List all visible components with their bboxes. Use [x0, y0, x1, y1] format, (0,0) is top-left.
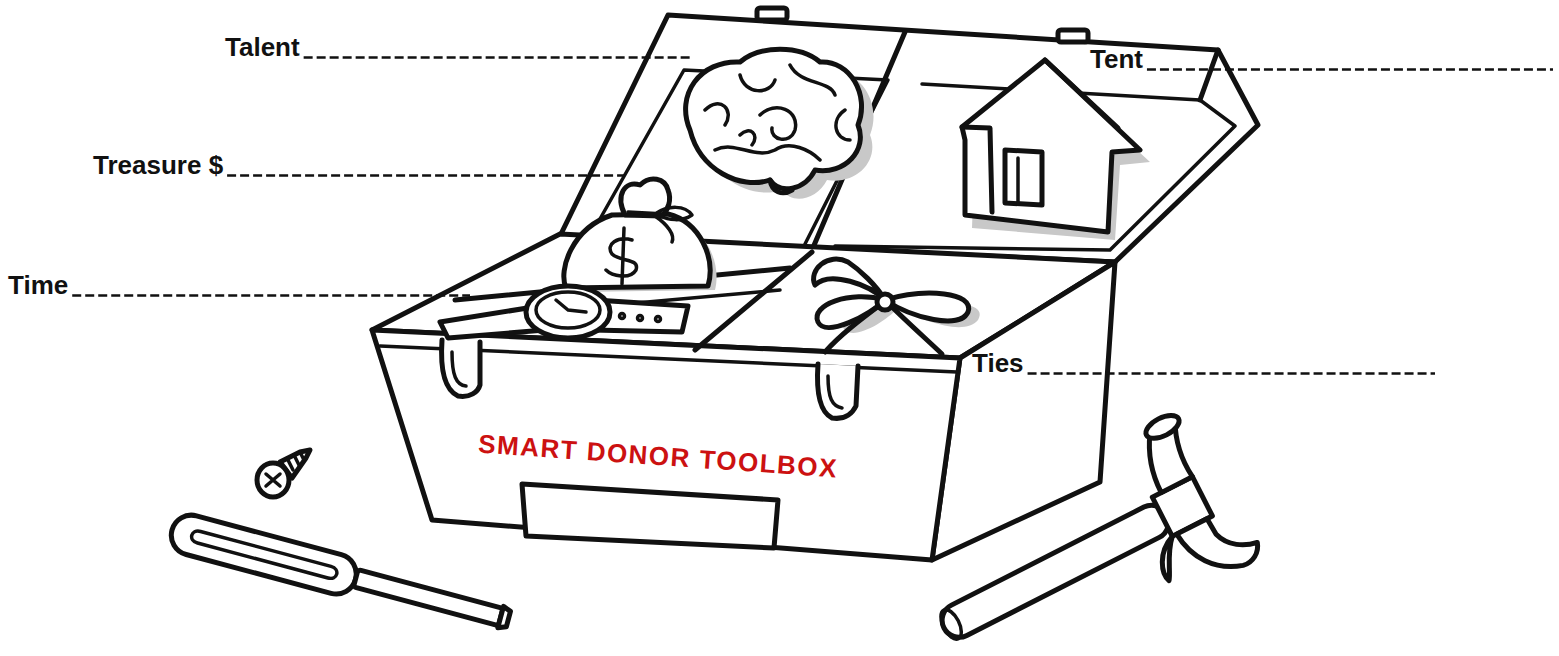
money-bag-icon	[564, 179, 717, 292]
leader-line	[1028, 372, 1435, 375]
toolbox-lid-part	[560, 15, 1258, 262]
watch-icon-part	[556, 300, 586, 312]
screw-icon	[257, 450, 310, 497]
house-icon-part	[1016, 158, 1020, 204]
watch-icon-part	[536, 292, 600, 328]
brain-icon-part	[770, 180, 792, 193]
toolbox-label: Ties	[972, 350, 1024, 376]
house-icon	[962, 60, 1150, 240]
toolbox-label: Treasure $	[93, 152, 223, 178]
money-bag-icon-part	[564, 214, 710, 288]
money-bag-icon-part	[606, 228, 637, 284]
screw-icon-part	[266, 474, 280, 486]
hammer-icon-part	[1151, 536, 1190, 581]
toolbox-lid-part	[1058, 30, 1088, 42]
toolbox-title: SMART DONOR TOOLBOX	[477, 430, 838, 481]
ribbon-icon-part	[885, 293, 969, 321]
leader-line	[72, 294, 470, 297]
watch-icon	[440, 286, 688, 338]
watch-icon-part	[526, 286, 610, 338]
screwdriver-icon-part	[167, 511, 361, 599]
brain-icon-part	[705, 65, 850, 160]
brain-icon-part	[686, 49, 862, 188]
screwdriver-icon	[167, 511, 513, 640]
toolbox-body-part	[442, 340, 480, 396]
screwdriver-icon-part	[353, 570, 503, 626]
hammer-icon-part	[1142, 411, 1182, 443]
toolbox-lid-part	[1200, 50, 1218, 100]
watch-icon-part	[620, 314, 625, 319]
house-icon-part	[962, 60, 1140, 232]
hammer-icon-part	[1177, 503, 1264, 586]
toolbox-lid	[560, 8, 1258, 262]
toolbox-body-part	[372, 330, 960, 560]
hammer-icon	[904, 404, 1264, 656]
leader-line	[304, 56, 690, 59]
toolbox-body-part	[828, 376, 842, 408]
toolbox-label: Tent	[1090, 46, 1143, 72]
toolbox-label: Talent	[225, 34, 300, 60]
toolbox-body-part	[818, 364, 858, 418]
screwdriver-icon-part	[190, 530, 338, 580]
screw-icon-part	[257, 463, 289, 497]
ribbon-icon	[814, 259, 980, 354]
leader-line	[227, 174, 625, 177]
toolbox-lid-part	[757, 8, 787, 20]
house-icon-part	[962, 127, 992, 212]
toolbox-body-part	[452, 352, 466, 386]
watch-icon-part	[656, 317, 661, 322]
ribbon-icon-part	[814, 259, 885, 300]
leader-line	[1147, 68, 1553, 71]
house-icon-part	[1005, 150, 1042, 205]
toolbox-label: Time	[8, 272, 68, 298]
screw-icon-part	[287, 452, 304, 470]
brain-icon	[686, 49, 874, 198]
screwdriver-icon-part	[498, 606, 511, 629]
hammer-icon-part	[937, 606, 966, 642]
watch-icon-part	[638, 316, 643, 321]
money-bag-icon-part	[628, 207, 692, 242]
ribbon-icon-part	[877, 294, 893, 310]
toolbox-body	[372, 234, 1115, 560]
hammer-icon-part	[936, 499, 1174, 643]
toolbox-body-part	[522, 484, 778, 548]
